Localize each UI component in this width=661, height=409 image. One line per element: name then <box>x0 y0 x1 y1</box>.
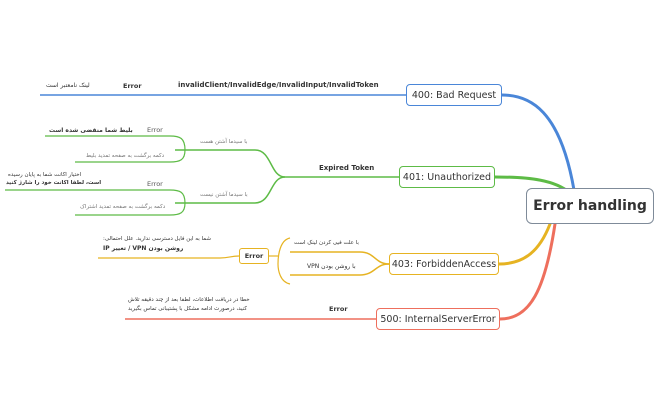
condition-403-vpn: با روشن بودن VPN <box>307 263 356 270</box>
error-401-case-b-label: Error <box>147 180 163 188</box>
root-node[interactable]: Error handling <box>526 188 654 224</box>
condition-403-link: با علت فیی کردن لینک است <box>294 240 359 246</box>
node-403-forbidden-access[interactable]: 403: ForbiddenAccess <box>389 253 499 275</box>
node-400-bad-request[interactable]: 400: Bad Request <box>406 84 502 106</box>
connector-403-split <box>290 251 390 265</box>
connector-root-400 <box>500 93 576 192</box>
message-400: لینک نامعتبر است <box>46 82 90 89</box>
connector-error-message <box>98 255 240 259</box>
connector-case-a-error <box>45 135 186 151</box>
message-500-line1: خطا در دریافت اطلاعات، لطفا بعد از چند د… <box>128 297 250 303</box>
node-500-internal-server-error[interactable]: 500: InternalServerError <box>376 308 500 330</box>
connector-case-b-error <box>5 189 186 204</box>
message-403-line2: روشن بودن VPN / تغییر IP <box>103 245 184 252</box>
connector-case-b-action <box>75 202 186 216</box>
connector-topic-case-b <box>175 176 286 204</box>
connector-topic-case-a <box>175 149 286 178</box>
error-400-label: Error <box>123 82 142 90</box>
condition-401-case-b: با سیدما آشتن نیست <box>200 192 248 198</box>
connector-root-500 <box>498 222 557 321</box>
connector-case-a-action <box>75 149 186 163</box>
action-401-case-a: دکمه برگشت به صفحه تمدید بلیط <box>86 153 165 159</box>
action-401-case-b: دکمه برگشت به صفحه تمدید اشتراک <box>80 204 166 210</box>
condition-401-case-a: با سیدما آشتن هست <box>200 139 248 145</box>
topic-401-expired-token: Expired Token <box>319 164 375 172</box>
node-401-unauthorized[interactable]: 401: Unauthorized <box>399 166 495 188</box>
connector-403-bracket <box>277 237 291 285</box>
topic-400-invalid-types: invalidClient/InvalidEdge/InvalidInput/I… <box>178 81 379 89</box>
error-403-box: Error <box>239 248 269 264</box>
connector-403-vpn <box>290 263 390 276</box>
message-403-line1: شما به این فایل دسترسی ندارید. علل احتما… <box>103 236 211 242</box>
connector-root-403 <box>497 222 552 266</box>
message-401-case-b-line2: است، لطفا اکانت خود را شارژ کنید <box>6 180 102 186</box>
message-401-case-a: بلیط شما منقضی شده است <box>49 127 133 134</box>
error-500-label: Error <box>329 305 348 313</box>
message-500-line2: کنید، درصورت ادامه مشکل با پشتیبانی تماس… <box>128 306 247 312</box>
error-401-case-a-label: Error <box>147 126 163 134</box>
message-401-case-b-line1: اختیار اکانت شما به پایان رسیده <box>8 172 82 178</box>
